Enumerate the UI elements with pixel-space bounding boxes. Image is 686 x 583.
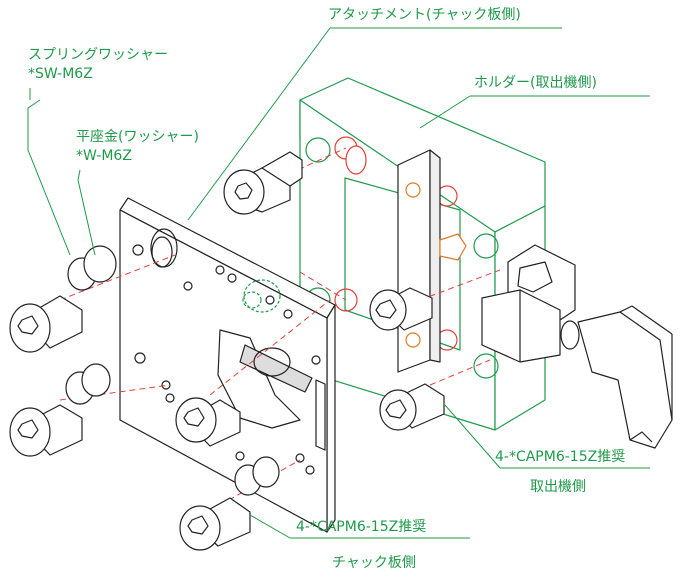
bolt-side-right-label: 取出機側 (530, 479, 586, 495)
bolt-holder-lower (379, 383, 445, 431)
flat-washer-part-label: *W-M6Z (76, 148, 132, 164)
leader-lines (27, 27, 650, 539)
spring-washer-label: スプリングワッシャー (28, 47, 168, 63)
attachment-label: アタッチメント(チャック板側) (328, 7, 521, 23)
bolt-left-lower (9, 363, 111, 457)
bolt-left-upper (9, 245, 117, 353)
holder-label: ホルダー(取出機側) (474, 75, 597, 91)
bolt-bottom (179, 456, 280, 551)
flat-washer-label: 平座金(ワッシャー) (76, 129, 199, 145)
bolt-center (175, 397, 241, 447)
t-knob-clamp (481, 244, 673, 449)
bolt-holder-middle (369, 287, 433, 331)
washers-upper (345, 145, 367, 175)
bolt-side-bottom-label: チャック板側 (332, 555, 416, 571)
bolt-upper (223, 151, 303, 215)
bolt-recommend-bottom-label: 4-*CAPM6-15Z推奨 (296, 519, 427, 535)
attachment-plate (119, 197, 336, 533)
bolt-recommend-right-label: 4-*CAPM6-15Z推奨 (495, 449, 626, 465)
spring-washer-part-label: *SW-M6Z (28, 66, 93, 82)
